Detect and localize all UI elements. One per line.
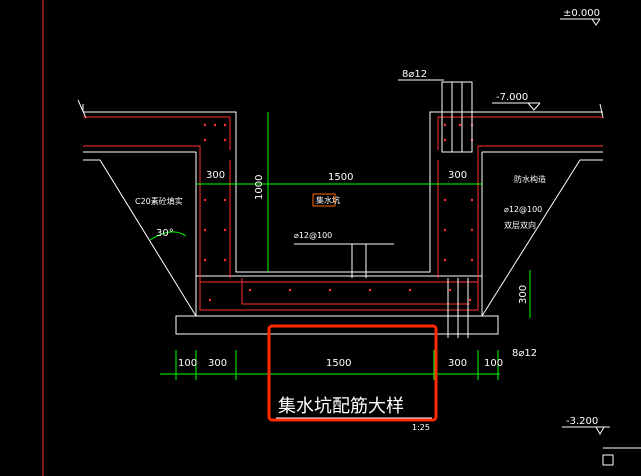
corner-marker <box>602 454 614 466</box>
elevation-top-marker <box>591 18 601 26</box>
drawing-title: 集水坑配筋大样 <box>278 396 404 417</box>
waterproof-note: 防水构造 <box>514 174 546 184</box>
dim-bottom-thickness-label: 300 <box>518 285 529 304</box>
rebar-dots <box>203 123 474 302</box>
side-mesh-note: 双层双向 <box>504 220 536 230</box>
dim-bottom-pit-width-label: 1500 <box>326 358 351 369</box>
dim-bottom-wall-right-label: 300 <box>448 358 467 369</box>
dim-cover-right-label: 100 <box>484 358 503 369</box>
angle-label: 30° <box>156 228 174 239</box>
dim-bottom-wall-left-label: 300 <box>208 358 227 369</box>
concrete-outline <box>77 99 604 335</box>
bottom-bars-label: 8⌀12 <box>512 348 537 359</box>
dim-cover-left-label: 100 <box>178 358 197 369</box>
rebar-lines <box>83 116 603 311</box>
elevation-top-label: ±0.000 <box>563 8 600 19</box>
dim-depth-label: 1000 <box>254 175 265 200</box>
elevation-upper-label: -7.000 <box>496 92 528 103</box>
dimension-lines <box>149 112 531 380</box>
top-bars-label: 8⌀12 <box>402 69 427 80</box>
elevation-lower-marker <box>595 426 605 436</box>
pit-tag-label: 集水坑 <box>316 195 340 205</box>
elevation-upper-marker <box>527 102 541 111</box>
side-mesh-label: ⌀12@100 <box>504 205 542 214</box>
tag-box <box>312 193 336 207</box>
elevation-lower-label: -3.200 <box>566 416 598 427</box>
dim-wall-right-label: 300 <box>448 170 467 181</box>
backfill-note: C20素砼填实 <box>135 196 183 206</box>
rebar-bundle <box>294 81 473 338</box>
dim-pit-width-label: 1500 <box>328 172 353 183</box>
drawing-scale: 1:25 <box>412 423 430 432</box>
bottom-mesh-label: ⌀12@100 <box>294 231 332 240</box>
dim-wall-left-label: 300 <box>206 170 225 181</box>
highlight-box <box>267 324 438 422</box>
